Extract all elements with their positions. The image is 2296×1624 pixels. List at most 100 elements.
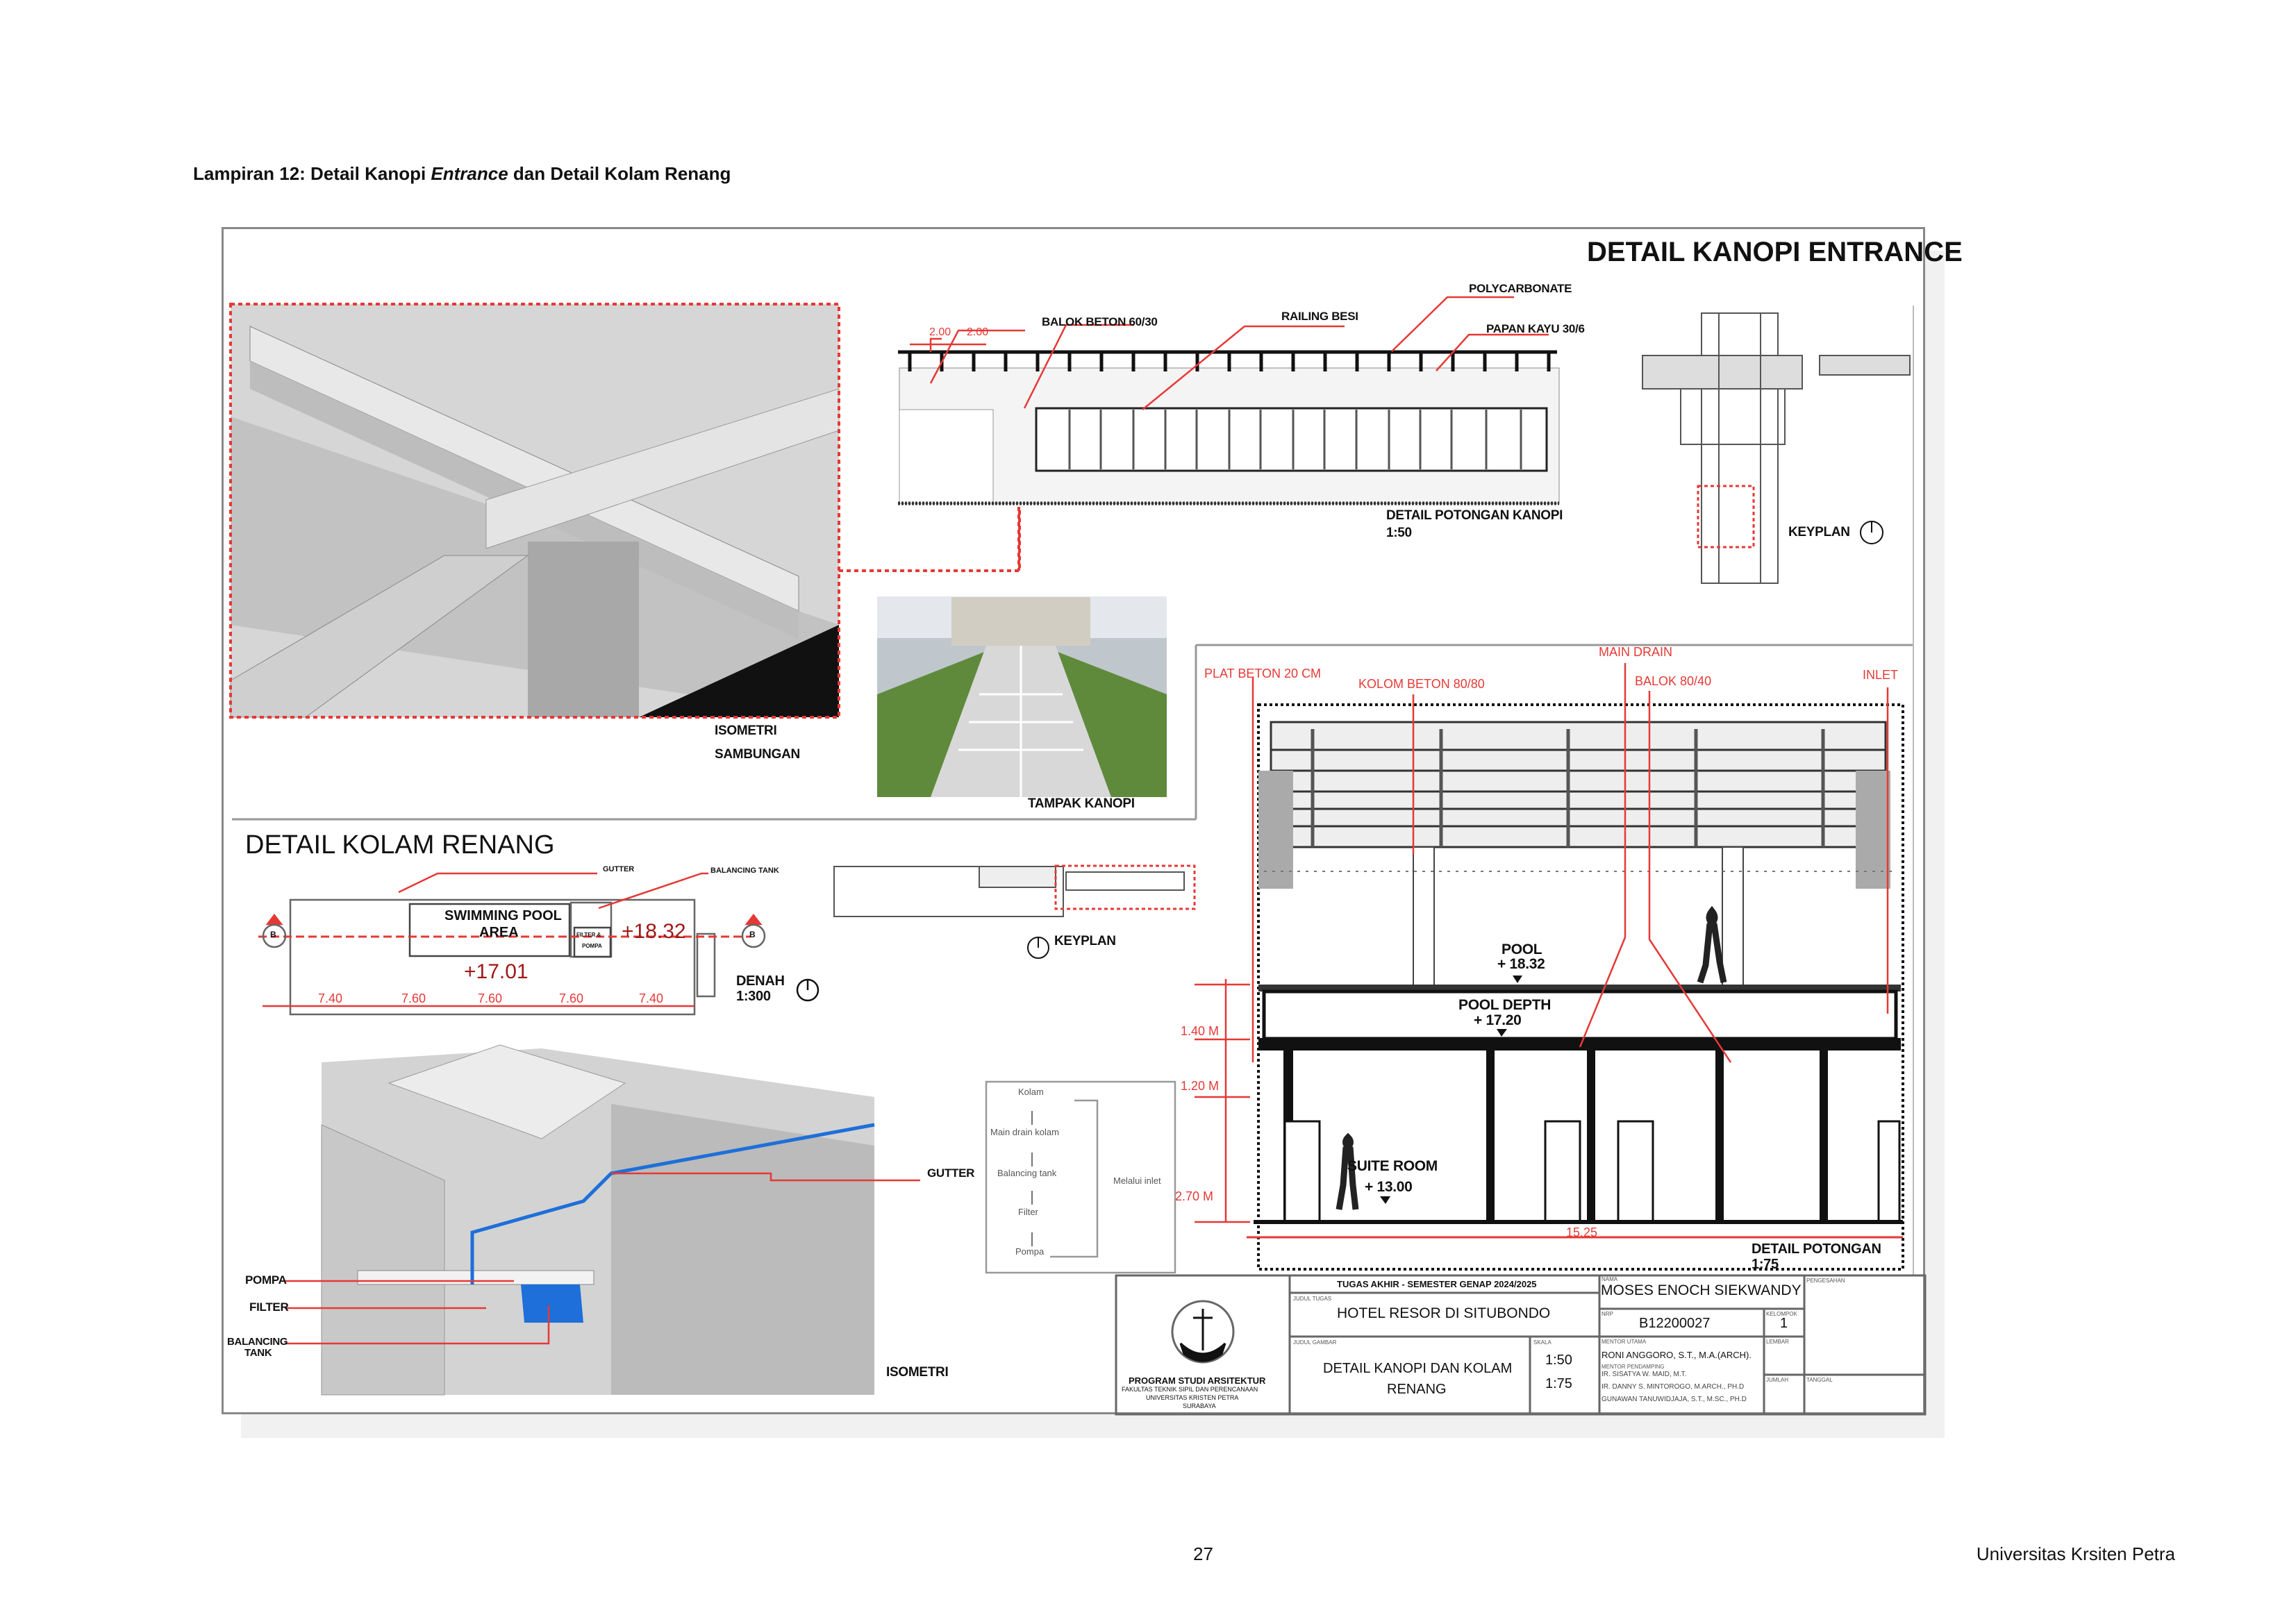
iso-balancing: BALANCING [227,1336,288,1348]
tb-label: TANGGAL [1806,1377,1833,1383]
tb-skala: 1:75 [1545,1376,1572,1391]
dim-2: 1.20 M [1181,1079,1220,1093]
iso-balancing: TANK [244,1347,272,1359]
section-marker: B [270,930,276,939]
label-railing-besi: RAILING BESI [1281,310,1358,323]
keyplan-label: KEYPLAN [1788,525,1850,539]
footer-institution: Universitas Krsiten Petra [1976,1543,2175,1564]
tb-label: NAMA [1602,1276,1618,1282]
tb-pendamping: GUNAWAN TANUWIDJAJA, S.T., M.SC., PH.D [1602,1396,1747,1403]
kanopi-title: DETAIL KANOPI ENTRANCE [1587,237,1963,267]
kanopi-section-scale: 1:50 [1386,526,1412,540]
plan-level-low: +17.01 [464,960,529,983]
suite-room-level: + 13.00 [1365,1179,1413,1195]
plan-dim: 7.40 [318,991,343,1005]
page-number: 27 [1193,1543,1213,1564]
tb-label: PENGESAHAN [1806,1278,1845,1284]
flow-step: Kolam [1018,1087,1044,1097]
tb-mentor: RONI ANGGORO, S.T., M.A.(ARCH). [1602,1350,1752,1360]
tb-univ: UNIVERSITAS KRISTEN PETRA [1146,1394,1239,1401]
pool-section-title: DETAIL POTONGAN [1752,1241,1881,1257]
label-papan-kayu: PAPAN KAYU 30/6 [1486,322,1585,335]
denah-title: DENAH [736,973,785,989]
plan-dim: 7.40 [639,991,664,1005]
tb-label: SKALA [1533,1339,1552,1346]
suite-room-label: SUITE ROOM [1347,1158,1438,1174]
tb-city: SURABAYA [1183,1403,1216,1409]
label-inlet: INLET [1863,668,1899,682]
label-balok-beton: BALOK BETON 60/30 [1042,315,1158,328]
tb-course: TUGAS AKHIR - SEMESTER GENAP 2024/2025 [1337,1279,1537,1289]
plan-pool-label: SWIMMING POOL [444,908,562,923]
kanopi-render-image [877,596,1167,797]
kolam-title: DETAIL KOLAM RENANG [245,830,555,860]
pool-level: + 18.32 [1497,956,1545,972]
pool-floor-plan [258,872,820,1016]
tb-judul-gambar: RENANG [1387,1382,1447,1397]
kanopi-section-title: DETAIL POTONGAN KANOPI [1386,508,1563,523]
university-logo [1179,1309,1226,1362]
page-caption: Lampiran 12: Detail Kanopi Entrance dan … [193,163,731,185]
tb-label: JUMLAH [1766,1377,1789,1383]
dim-label: 2.00 [929,326,951,338]
kanopi-section-drawing [898,296,1560,571]
label-main-drain: MAIN DRAIN [1599,645,1673,659]
tb-label: LEMBAR [1766,1339,1789,1345]
plan-gutter: GUTTER [603,865,635,873]
tampak-title: TAMPAK KANOPI [1028,796,1135,811]
plan-level-high: +18.32 [622,920,686,943]
pool-isometric-render [285,1044,920,1396]
tb-judul-gambar: DETAIL KANOPI DAN KOLAM [1323,1361,1513,1376]
caption-text: dan Detail Kolam Renang [508,163,731,184]
label-balok: BALOK 80/40 [1635,674,1712,688]
iso-title: SAMBUNGAN [715,747,800,762]
plan-balancing: BALANCING TANK [710,867,779,875]
tb-pendamping: IR. DANNY S. MINTOROGO, M.ARCH., PH.D [1602,1383,1745,1391]
plan-dim: 7.60 [401,991,426,1005]
flow-step: Pompa [1015,1246,1045,1257]
isometric-joint-render [229,303,1021,719]
tb-faculty: FAKULTAS TEKNIK SIPIL DAN PERENCANAAN [1122,1386,1258,1393]
title-block-grid [1115,1274,1927,1416]
tb-label: KELOMPOK [1766,1311,1797,1317]
top-keyplan-drawing [1642,312,1911,584]
dim-label: 2.00 [967,326,989,338]
keyplan-label: KEYPLAN [1054,934,1116,948]
dim-width: 15.25 [1566,1225,1598,1239]
flow-return: Melalui inlet [1113,1175,1161,1186]
label-kolom-beton: KOLOM BETON 80/80 [1358,677,1485,691]
pool-section-drawing [1195,663,1904,1271]
iso-title: ISOMETRI [715,723,777,738]
dim-3: 2.70 M [1175,1189,1214,1203]
flow-step: Main drain kolam [990,1127,1059,1137]
section-marker: B [749,930,756,939]
plan-dim: 7.60 [478,991,503,1005]
pool-label: POOL [1501,941,1542,957]
flow-step: Filter [1018,1207,1038,1217]
iso-gutter: GUTTER [927,1166,975,1180]
plan-dim: 7.60 [559,991,584,1005]
tb-kelompok: 1 [1780,1316,1788,1331]
iso-pompa: POMPA [245,1273,287,1287]
flow-step: Balancing tank [997,1168,1057,1178]
mid-keyplan-drawing [833,864,1196,959]
tb-judul-tugas: HOTEL RESOR DI SITUBONDO [1337,1305,1551,1321]
caption-text: Lampiran 12: Detail Kanopi [193,163,431,184]
iso-filter: FILTER [249,1300,289,1314]
tb-label: MENTOR UTAMA [1602,1339,1647,1345]
pool-depth-label: POOL DEPTH [1458,997,1552,1013]
tb-label: JUDUL GAMBAR [1293,1339,1337,1346]
denah-scale: 1:300 [736,989,771,1004]
dim-1: 1.40 M [1181,1024,1220,1038]
tb-nrp: B12200027 [1639,1316,1711,1331]
label-polycarbonate: POLYCARBONATE [1469,282,1572,295]
pool-section-scale: 1:75 [1752,1257,1779,1272]
pool-depth-level: + 17.20 [1474,1012,1522,1028]
tb-skala: 1:50 [1545,1353,1572,1368]
tb-label: JUDUL TUGAS [1293,1296,1332,1302]
iso-title: ISOMETRI [886,1365,949,1380]
label-plat-beton: PLAT BETON 20 CM [1204,667,1322,680]
tb-nama: MOSES ENOCH SIEKWANDY [1601,1282,1802,1298]
tb-program: PROGRAM STUDI ARSITEKTUR [1129,1375,1266,1386]
